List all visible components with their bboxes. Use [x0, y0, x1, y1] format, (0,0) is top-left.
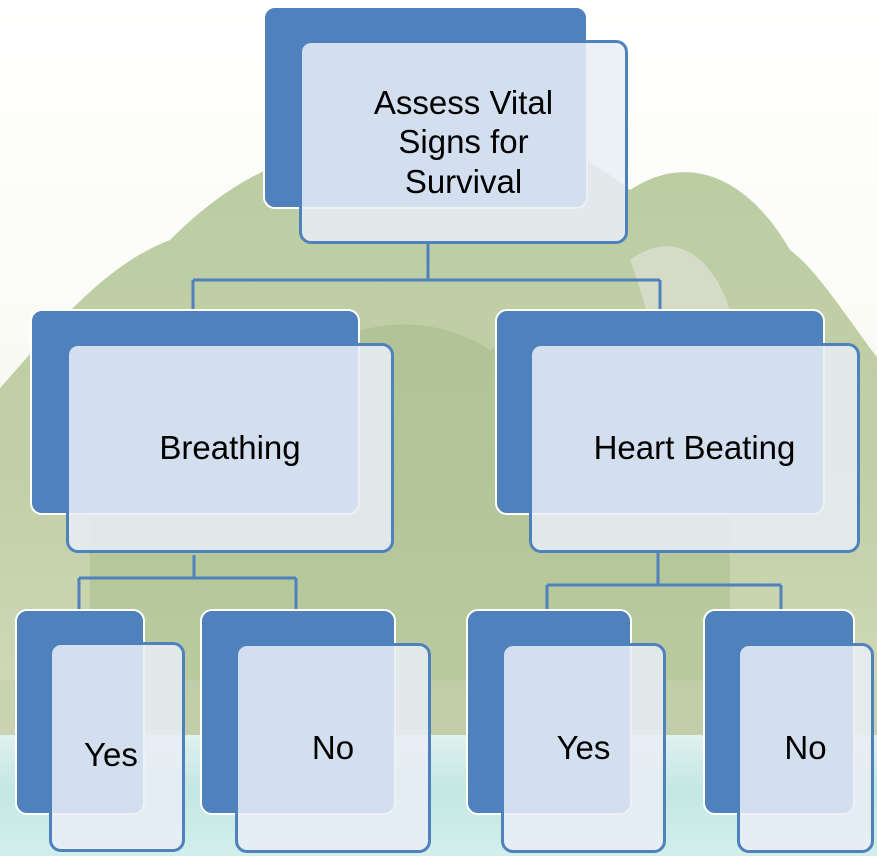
node-heart-no-card: No: [737, 643, 874, 853]
node-breathing-no-label: No: [311, 729, 355, 767]
node-heart-beating-label: Heart Beating: [593, 429, 796, 467]
node-breathing-yes-card: Yes: [49, 642, 185, 852]
connector-root-to-branches: [191, 244, 662, 312]
node-breathing-card: Breathing: [66, 343, 394, 553]
node-breathing-yes-label: Yes: [84, 736, 138, 773]
connector-heart-to-answers: [545, 553, 783, 612]
node-breathing-no-card: No: [235, 643, 431, 853]
connector-breathing-to-answers: [77, 555, 298, 612]
node-root-label: Assess Vital Signs for Survival: [373, 83, 554, 200]
node-heart-yes-label: Yes: [556, 729, 611, 767]
node-breathing-label: Breathing: [159, 429, 301, 467]
node-root-card: Assess Vital Signs for Survival: [299, 40, 628, 244]
node-heart-yes-card: Yes: [501, 643, 666, 853]
node-heart-no-label: No: [784, 729, 827, 767]
node-heart-beating-card: Heart Beating: [529, 343, 860, 553]
